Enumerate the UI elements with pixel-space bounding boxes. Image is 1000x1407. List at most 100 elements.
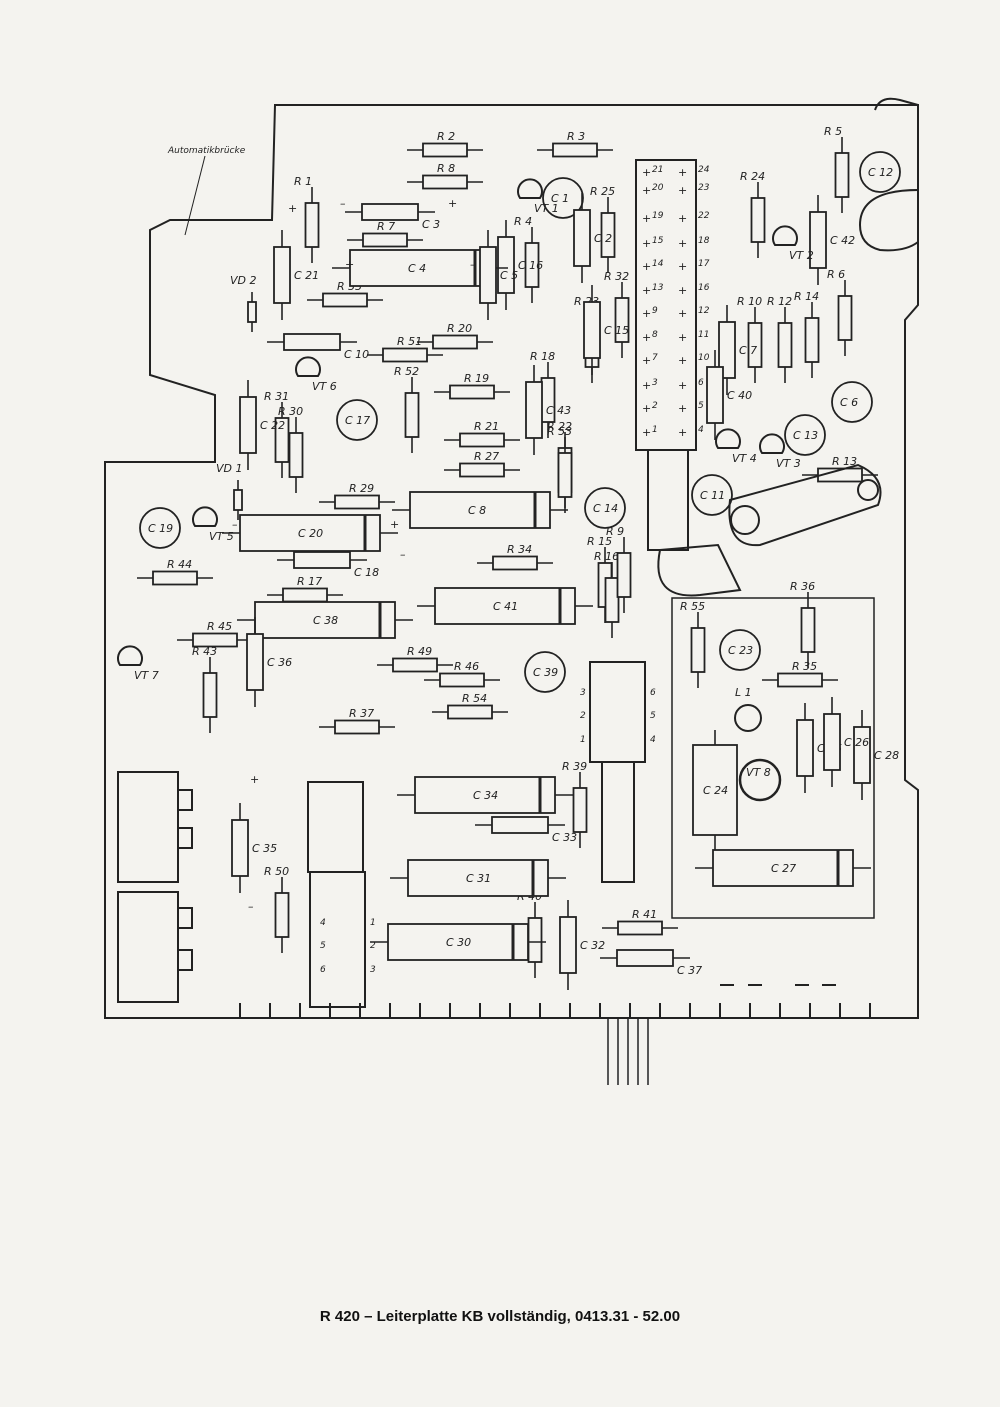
pin-cross-icon: + (678, 331, 687, 344)
transistor-label: VT 4 (732, 452, 757, 465)
resistor-label: R 1 (294, 175, 312, 188)
board-outline (104, 104, 919, 1019)
capacitor-label: C 11 (700, 489, 725, 502)
capacitor-label: C 34 (473, 789, 498, 802)
capacitor: C 5 (479, 230, 518, 320)
resistor-label: R 45 (207, 620, 232, 633)
resistor-label: R 25 (590, 185, 615, 198)
pin-cross-icon: + (642, 354, 651, 367)
transistor: VT 1 (517, 178, 559, 215)
polarity-mark: + (288, 202, 297, 215)
capacitor: C 28 (853, 710, 899, 800)
capacitor-label: C 1 (551, 192, 569, 205)
switch-pin: 4 (320, 918, 326, 928)
resistor: R 50 (264, 865, 290, 953)
capacitor-label: C 31 (466, 872, 491, 885)
capacitor-label: C 33 (552, 831, 577, 844)
resistor-label: R 14 (794, 290, 819, 303)
resistor-label: R 3 (567, 130, 585, 143)
connector-pin-right: 24 (698, 165, 710, 175)
pin-cross-icon: + (678, 284, 687, 297)
capacitor: C 37 (600, 949, 702, 977)
capacitor: C 24 (692, 730, 738, 850)
resistor: R 31 (264, 390, 290, 478)
resistor: R 55 (680, 600, 706, 688)
transformer-blocks (117, 771, 193, 1003)
polarity-mark: + (250, 773, 259, 786)
capacitor-label: C 37 (677, 964, 702, 977)
transistor-label: VT 3 (776, 457, 801, 470)
resistor-label: R 13 (832, 455, 857, 468)
resistor-label: R 55 (680, 600, 705, 613)
connector-pin-left: 8 (652, 330, 658, 340)
resistor: R 2 (407, 130, 483, 158)
resistor: R 7 (347, 220, 423, 248)
resistor: R 1 (294, 175, 320, 263)
resistor: R 35 (762, 660, 838, 688)
connector-pin-right: 23 (698, 183, 710, 193)
pin-cross-icon: + (642, 212, 651, 225)
connector-pin-right: 4 (698, 425, 704, 435)
resistor: R 29 (319, 482, 395, 510)
resistor: R 52 (394, 365, 420, 453)
capacitor: C 42 (809, 195, 855, 285)
diode-label: VD 2 (230, 274, 257, 287)
resistor-label: R 5 (824, 125, 842, 138)
connector-pin-left: 20 (652, 183, 664, 193)
capacitor: C 15 (583, 285, 629, 375)
resistor: R 4 (514, 215, 540, 303)
resistor-label: R 53 (547, 425, 572, 438)
resistor-label: R 43 (192, 645, 217, 658)
resistor: R 30 (278, 405, 304, 493)
capacitor: C 23 (719, 629, 761, 671)
capacitor: C 31 (390, 859, 566, 897)
capacitor: C 35 (231, 803, 277, 893)
pin-cross-icon: + (678, 212, 687, 225)
transistor: VT 6 (295, 356, 337, 393)
resistor-label: R 54 (462, 692, 487, 705)
resistor: R 34 (477, 543, 553, 571)
resistor: R 45 (177, 620, 253, 648)
capacitor-label: C 3 (422, 218, 440, 231)
resistor-label: R 22 (547, 420, 572, 433)
capacitor: C 1 (542, 177, 584, 219)
capacitor: C 32 (559, 900, 605, 990)
pin-cross-icon: + (642, 184, 651, 197)
resistor: R 21 (444, 420, 520, 448)
transistor: VT 3 (759, 433, 801, 470)
capacitor-label: C 21 (294, 269, 319, 282)
transistor-label: VT 8 (746, 766, 771, 779)
capacitor-label: C 5 (500, 269, 518, 282)
pin-cross-icon: + (678, 402, 687, 415)
pin-cross-icon: + (642, 426, 651, 439)
resistor: R 49 (377, 645, 453, 673)
capacitor-label: C 22 (260, 419, 285, 432)
resistor: R 19 (434, 372, 510, 400)
capacitor-label: C 43 (546, 404, 571, 417)
pin-cross-icon: + (678, 184, 687, 197)
resistor-label: R 6 (827, 268, 845, 281)
resistor: R 20 (417, 322, 493, 350)
pin-cross-icon: + (678, 426, 687, 439)
switch-pin: 2 (580, 711, 586, 721)
resistor-label: R 50 (264, 865, 289, 878)
pin-cross-icon: + (642, 237, 651, 250)
resistor: R 8 (407, 162, 483, 190)
resistor-label: R 30 (278, 405, 303, 418)
connector-pin-right: 12 (698, 306, 710, 316)
capacitor: C 26 (823, 697, 869, 787)
capacitor-label: C 2 (594, 232, 612, 245)
board-edge-ticks (239, 984, 871, 1018)
pin-cross-icon: + (678, 237, 687, 250)
switch-pin: 4 (650, 735, 656, 745)
resistor: R 53 (547, 425, 573, 513)
capacitor: C 12 (859, 151, 901, 193)
page-caption: R 420 – Leiterplatte KB vollständig, 041… (319, 1308, 681, 1325)
polarity-mark: + (390, 518, 399, 531)
resistor: R 5 (824, 125, 850, 213)
pin-cross-icon: + (642, 331, 651, 344)
capacitor-label: C 36 (267, 656, 292, 669)
resistor-label: R 18 (530, 350, 555, 363)
